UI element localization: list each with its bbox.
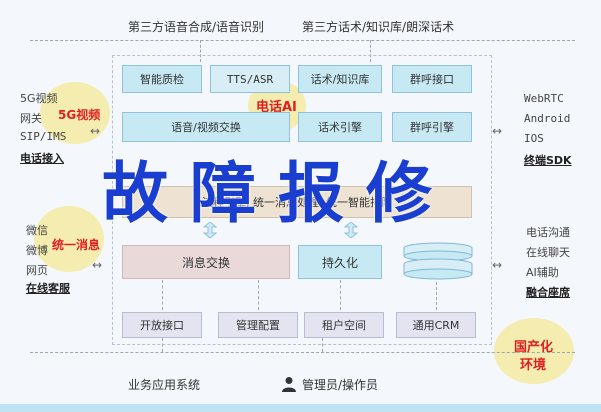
top-divider: [30, 40, 575, 41]
left-mid-title: 在线客服: [26, 282, 70, 295]
right-mid-title: 融合座席: [526, 286, 570, 299]
highlight-blob-5g: [40, 82, 110, 144]
left-top-item: 网关: [20, 112, 42, 125]
right-top-item: WebRTC: [524, 92, 564, 105]
module-tenant[interactable]: 租户空间: [304, 312, 384, 338]
arrow-icon: ↔: [90, 124, 101, 138]
highlight-blob-msg: [34, 206, 104, 272]
module-script-engine[interactable]: 话术引擎: [298, 112, 382, 142]
left-mid-item: 微博: [26, 244, 48, 257]
right-top-item: IOS: [524, 132, 544, 145]
module-tts-asr[interactable]: TTS/ASR: [210, 65, 290, 93]
module-open-api[interactable]: 开放接口: [122, 312, 202, 338]
core-frame: [112, 55, 492, 345]
left-mid-item: 网页: [26, 264, 48, 277]
bottom-business-apps: 业务应用系统: [128, 378, 201, 392]
left-mid-item: 微信: [26, 224, 48, 237]
highlight-env-1: 国产化: [514, 340, 554, 355]
connector: [322, 338, 323, 352]
arrow-icon: ↔: [492, 258, 503, 272]
overlay-title: 故障报修: [102, 154, 454, 232]
module-mgmt[interactable]: 管理配置: [218, 312, 298, 338]
user-icon: [282, 377, 296, 392]
right-mid-item: 在线聊天: [526, 246, 570, 259]
arrow-icon: ↔: [492, 124, 503, 138]
highlight-env-2: 环境: [520, 358, 547, 373]
left-top-title: 电话接入: [20, 152, 64, 165]
left-top-item: 5G视频: [20, 92, 58, 105]
module-msg-switch[interactable]: 消息交换: [122, 245, 290, 279]
bottom-divider: [30, 352, 575, 353]
connector: [258, 280, 259, 310]
module-av-switch[interactable]: 语音/视频交换: [122, 112, 290, 142]
module-persist[interactable]: 持久化: [298, 245, 382, 279]
right-mid-item: AI辅助: [526, 266, 559, 279]
top-label-script: 第三方话术/知识库/朗深话术: [302, 20, 455, 34]
top-connector-left: [200, 40, 201, 62]
bottom-admin-operator: 管理员/操作员: [302, 378, 379, 392]
top-connector-right: [370, 40, 371, 62]
highlight-blob-env: [494, 318, 574, 384]
highlight-5g: 5G视频: [58, 108, 101, 122]
connector: [162, 338, 163, 352]
right-top-title: 终端SDK: [524, 154, 572, 167]
module-quality[interactable]: 智能质检: [122, 65, 202, 93]
footer-bar: [0, 404, 601, 412]
top-label-speech: 第三方语音合成/语音识别: [128, 20, 265, 34]
left-top-item: SIP/IMS: [20, 130, 67, 143]
connector: [340, 280, 341, 310]
right-top-item: Android: [524, 112, 571, 125]
module-call-api[interactable]: 群呼接口: [392, 65, 472, 93]
connector: [436, 282, 437, 310]
connector: [162, 280, 163, 310]
vertical-arrow-icon: [203, 222, 217, 238]
database-icon: [403, 242, 473, 280]
module-flow-engine[interactable]: 流程引擎, 统一消息处理, 统一智能排队: [122, 186, 472, 218]
module-script-kb[interactable]: 话术/知识库: [298, 65, 382, 93]
highlight-phone-ai: 电话AI: [256, 100, 297, 115]
arrow-icon: ↔: [92, 258, 103, 272]
vertical-arrow-icon: [344, 222, 358, 238]
module-crm[interactable]: 通用CRM: [396, 312, 476, 338]
highlight-unified-msg: 统一消息: [52, 238, 101, 252]
right-mid-item: 电话沟通: [526, 226, 570, 239]
module-call-engine[interactable]: 群呼引擎: [392, 112, 472, 142]
